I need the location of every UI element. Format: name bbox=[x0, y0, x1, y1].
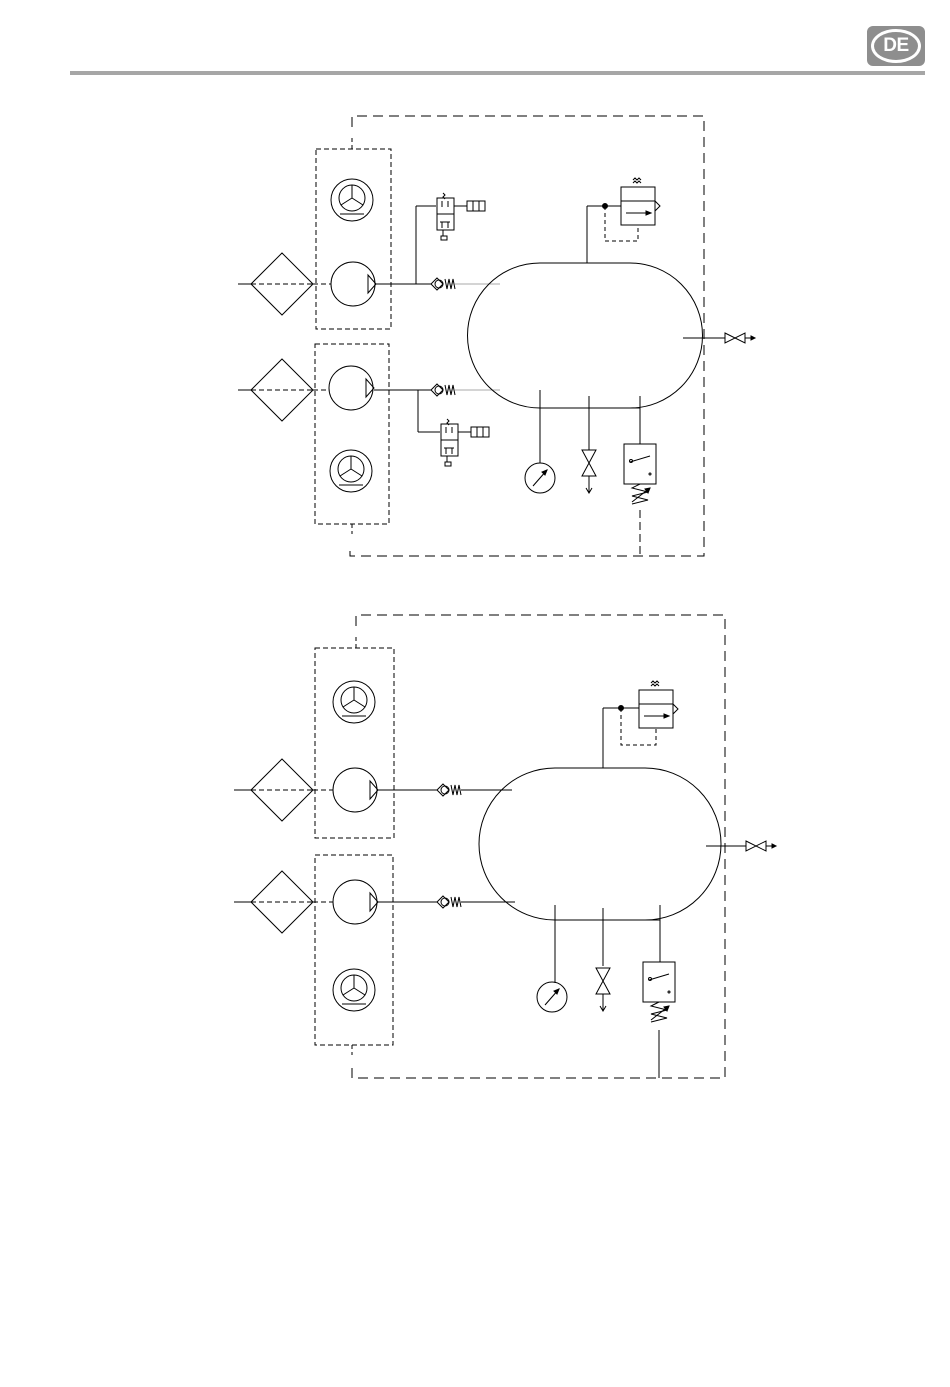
upper-outer-frame bbox=[350, 116, 704, 556]
upper-unit-box-2 bbox=[315, 344, 389, 524]
lower-compressor-icon-1 bbox=[333, 768, 378, 812]
upper-unit-box-1 bbox=[316, 149, 391, 329]
upper-filter-icon-1 bbox=[251, 253, 313, 315]
upper-schematic bbox=[238, 116, 755, 556]
lower-outer-frame bbox=[352, 615, 725, 1078]
lower-pressure-switch-icon bbox=[639, 681, 678, 728]
upper-motor-icon-2 bbox=[330, 450, 372, 492]
upper-receiver-tank bbox=[468, 263, 703, 408]
lower-filter-icon-2 bbox=[251, 871, 313, 933]
upper-check-valve-icon-2 bbox=[431, 384, 455, 396]
upper-drain-valve-icon bbox=[582, 450, 596, 493]
lower-motor-icon-1 bbox=[333, 681, 375, 723]
upper-safety-valve-icon bbox=[624, 444, 656, 504]
lower-check-valve-icon-2 bbox=[437, 896, 461, 908]
upper-compressor-icon-1 bbox=[331, 262, 376, 306]
lower-drain-valve-icon bbox=[596, 968, 610, 1011]
lower-schematic bbox=[234, 615, 776, 1078]
lower-pressure-gauge-icon bbox=[537, 982, 567, 1012]
lower-receiver-tank bbox=[479, 768, 721, 920]
lower-unit-box-1 bbox=[315, 648, 394, 838]
upper-check-valve-icon-1 bbox=[431, 278, 455, 290]
upper-filter-icon-2 bbox=[251, 359, 313, 421]
upper-pressure-switch-icon bbox=[621, 178, 660, 225]
lower-compressor-icon-2 bbox=[333, 880, 378, 924]
lower-check-valve-icon-1 bbox=[437, 784, 461, 796]
upper-pressure-gauge-icon bbox=[525, 463, 555, 493]
lower-unit-box-2 bbox=[315, 855, 393, 1045]
lower-filter-icon-1 bbox=[251, 759, 313, 821]
upper-compressor-icon-2 bbox=[329, 366, 374, 410]
upper-motor-icon-1 bbox=[331, 179, 373, 221]
lower-motor-icon-2 bbox=[333, 969, 375, 1011]
upper-solenoid-valve-icon-2 bbox=[441, 419, 489, 466]
upper-outlet-valve-icon bbox=[725, 333, 755, 343]
lower-outlet-valve-icon bbox=[746, 841, 776, 851]
lower-safety-valve-icon bbox=[643, 962, 675, 1022]
upper-solenoid-valve-icon-1 bbox=[437, 193, 485, 240]
